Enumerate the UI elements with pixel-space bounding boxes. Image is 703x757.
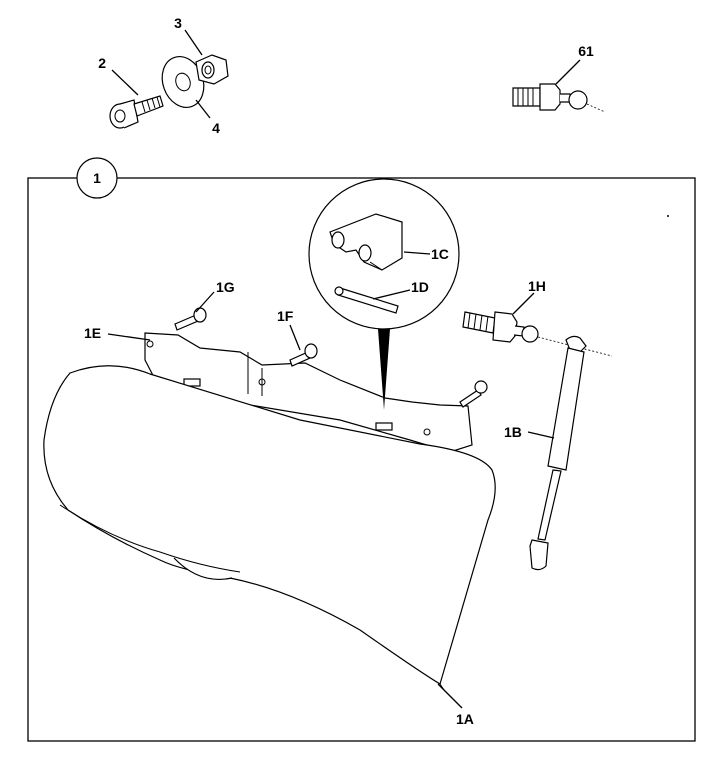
label-nut: 3	[174, 15, 182, 31]
bolt-part	[109, 95, 164, 129]
label-ball-stud: 1H	[528, 278, 546, 294]
label-ball-stud-top: 61	[578, 43, 594, 59]
label-bin: 1A	[456, 711, 474, 727]
ball-stud-top-part	[512, 83, 606, 113]
nut-part	[195, 54, 229, 85]
label-pin: 1D	[411, 279, 429, 295]
screw-right-part	[459, 380, 488, 408]
screw-f-part	[289, 343, 318, 367]
assembly-callout-circle	[76, 157, 118, 199]
label-washer: 4	[212, 120, 220, 136]
label-screw-f: 1F	[277, 308, 294, 324]
label-bracket: 1E	[84, 325, 101, 341]
assembly-number: 1	[93, 170, 101, 186]
assembly-frame	[27, 177, 696, 742]
frame-dot	[667, 215, 669, 217]
label-strut: 1B	[504, 424, 522, 440]
detail-callout	[308, 178, 460, 410]
label-screw-g: 1G	[216, 279, 235, 295]
ball-stud-part	[462, 311, 613, 357]
gas-strut-part	[529, 335, 587, 571]
label-clevis: 1C	[431, 246, 449, 262]
screw-g-part	[174, 307, 207, 331]
label-bolt: 2	[98, 55, 106, 71]
glovebox-bin-part	[43, 365, 496, 691]
